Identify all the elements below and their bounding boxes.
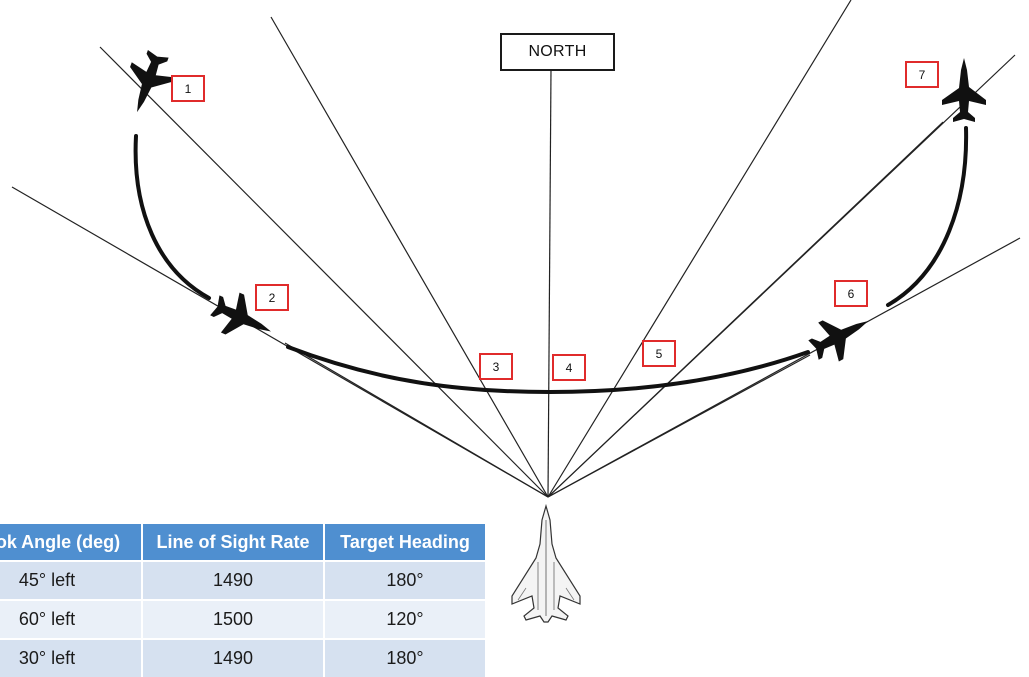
cell-target-heading: 180°	[324, 560, 487, 600]
target-aircraft-2	[210, 292, 272, 335]
marker-label-3: 3	[492, 359, 500, 374]
position-marker-5: 5	[642, 340, 676, 367]
header-look-angle: Look Angle (deg)	[0, 524, 143, 561]
marker-label-2: 2	[268, 290, 276, 305]
cell-look-angle: 30° left	[0, 638, 143, 677]
position-marker-6: 6	[834, 280, 868, 307]
marker-label-1: 1	[184, 81, 192, 96]
path-segment-left-turn	[133, 134, 211, 300]
position-marker-7: 7	[905, 61, 939, 88]
marker-label-7: 7	[918, 67, 926, 82]
north-label: NORTH	[528, 43, 587, 60]
cell-target-heading: 180°	[324, 638, 487, 677]
interceptor-aircraft	[511, 503, 581, 623]
north-label-box: NORTH	[500, 33, 615, 71]
cell-line-of-sight-rate: 1490	[142, 638, 325, 677]
position-marker-1: 1	[171, 75, 205, 102]
north-reference-line	[547, 68, 552, 498]
intercept-data-table: Look Angle (deg) Line of Sight Rate Targ…	[0, 524, 487, 677]
los-ray-7	[547, 54, 1016, 498]
table-row: 45° left 1490 180°	[0, 560, 487, 600]
position-marker-4: 4	[552, 354, 586, 381]
path-segment-straight	[286, 345, 810, 395]
header-target-heading: Target Heading	[324, 524, 487, 561]
header-line-of-sight-rate: Line of Sight Rate	[142, 524, 325, 561]
marker-label-6: 6	[847, 286, 855, 301]
intercept-diagram	[11, 0, 1021, 623]
marker-label-5: 5	[655, 346, 663, 361]
los-ray-5	[547, 0, 852, 498]
line-of-sight-rays	[11, 0, 1021, 498]
table-row: 60° left 1500 120°	[0, 599, 487, 639]
path-segment-right-turn	[886, 126, 969, 307]
cell-line-of-sight-rate: 1490	[142, 560, 325, 600]
table-row: 30° left 1490 180°	[0, 638, 487, 677]
marker-label-4: 4	[565, 360, 573, 375]
los-ray-1	[99, 46, 549, 498]
target-flight-path	[133, 126, 969, 395]
los-ray-9	[547, 354, 811, 498]
cell-target-heading: 120°	[324, 599, 487, 639]
position-marker-2: 2	[255, 284, 289, 311]
los-ray-3	[270, 16, 549, 498]
position-marker-3: 3	[479, 353, 513, 380]
cell-look-angle: 45° left	[0, 560, 143, 600]
table-header-row: Look Angle (deg) Line of Sight Rate Targ…	[0, 524, 487, 561]
los-ray-4	[284, 342, 549, 498]
cell-look-angle: 60° left	[0, 599, 143, 639]
target-aircraft-1	[130, 50, 174, 113]
target-aircraft-7	[942, 58, 986, 122]
target-aircraft-6	[808, 320, 869, 362]
cell-line-of-sight-rate: 1500	[142, 599, 325, 639]
